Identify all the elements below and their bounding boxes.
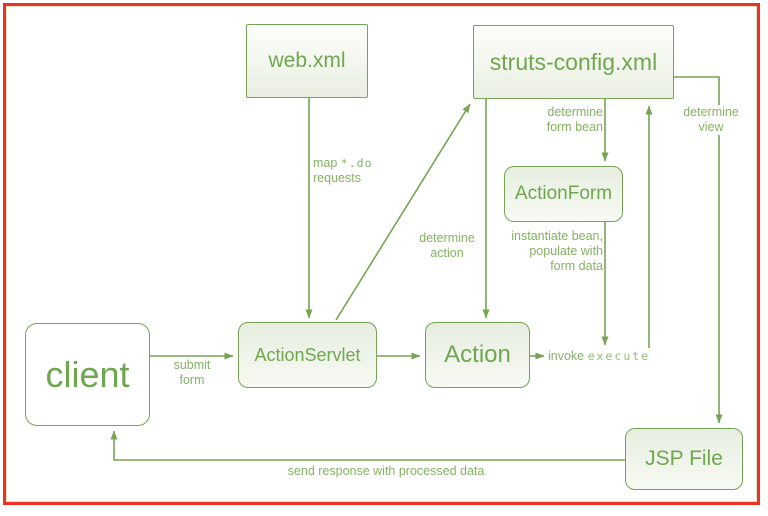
edge-label-submit-form: submit form <box>160 358 224 388</box>
determine-view-line2: view <box>698 120 724 134</box>
submit-form-line2: form <box>179 373 205 387</box>
node-action-servlet: ActionServlet <box>238 322 377 388</box>
edge-label-send-response: send response with processed data <box>236 464 536 479</box>
node-web-xml-label: web.xml <box>268 49 346 72</box>
send-response-text: send response with processed data <box>287 464 485 478</box>
node-client-label: client <box>45 353 130 395</box>
determine-form-bean-line2: form bean <box>546 120 603 134</box>
node-jsp-file-label: JSP File <box>645 447 723 470</box>
map-label-code: *.do <box>340 156 373 170</box>
edge-label-determine-view: determine view <box>676 105 746 135</box>
node-client: client <box>25 323 150 426</box>
edge-label-determine-action: determine action <box>410 231 484 261</box>
determine-action-line2: action <box>430 246 464 260</box>
node-action-form: ActionForm <box>504 166 623 222</box>
determine-action-line1: determine <box>419 231 475 245</box>
edge-actionservlet-to-strutsconfig <box>335 103 471 321</box>
node-web-xml: web.xml <box>246 24 368 98</box>
node-jsp-file: JSP File <box>625 428 743 490</box>
instantiate-line2: populate with <box>529 244 603 258</box>
edge-label-map-do-requests: map *.do requests <box>313 156 373 186</box>
map-label-text: map <box>313 156 341 170</box>
edge-label-determine-form-bean: determine form bean <box>520 105 603 135</box>
edge-label-invoke-execute: invoke execute <box>548 349 651 364</box>
node-action: Action <box>425 322 530 388</box>
invoke-text: invoke <box>548 349 585 363</box>
node-struts-config-label: struts-config.xml <box>489 48 658 75</box>
submit-form-line1: submit <box>173 358 211 372</box>
node-action-servlet-label: ActionServlet <box>254 344 361 365</box>
determine-view-line1: determine <box>683 105 739 119</box>
invoke-code: execute <box>587 349 651 363</box>
determine-form-bean-line1: determine <box>547 105 603 119</box>
instantiate-line1: instantiate bean, <box>511 229 603 243</box>
edge-jspfile-to-client <box>110 430 625 461</box>
map-label-line2: requests <box>313 171 361 185</box>
node-action-form-label: ActionForm <box>514 183 613 204</box>
node-action-label: Action <box>444 341 511 368</box>
node-struts-config-xml: struts-config.xml <box>473 25 674 99</box>
edge-label-instantiate-bean: instantiate bean, populate with form dat… <box>490 229 603 274</box>
instantiate-line3: form data <box>550 259 603 273</box>
